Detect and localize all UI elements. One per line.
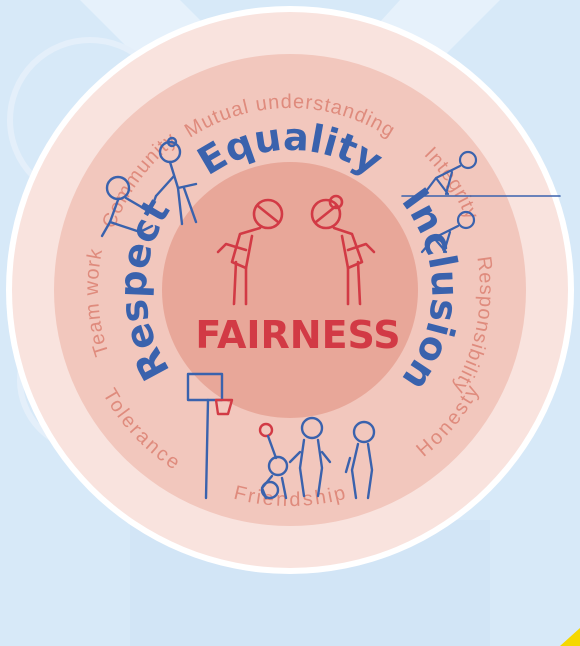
center-title: FAIRNESS <box>195 313 400 357</box>
basketball-hoop-illustration <box>186 372 234 500</box>
crawling-figures-illustration <box>401 150 561 254</box>
children-with-ball-illustration <box>258 416 376 500</box>
helping-figures-illustration <box>100 136 198 238</box>
bowing-figures-illustration <box>216 194 376 306</box>
inner-circle <box>162 162 418 418</box>
